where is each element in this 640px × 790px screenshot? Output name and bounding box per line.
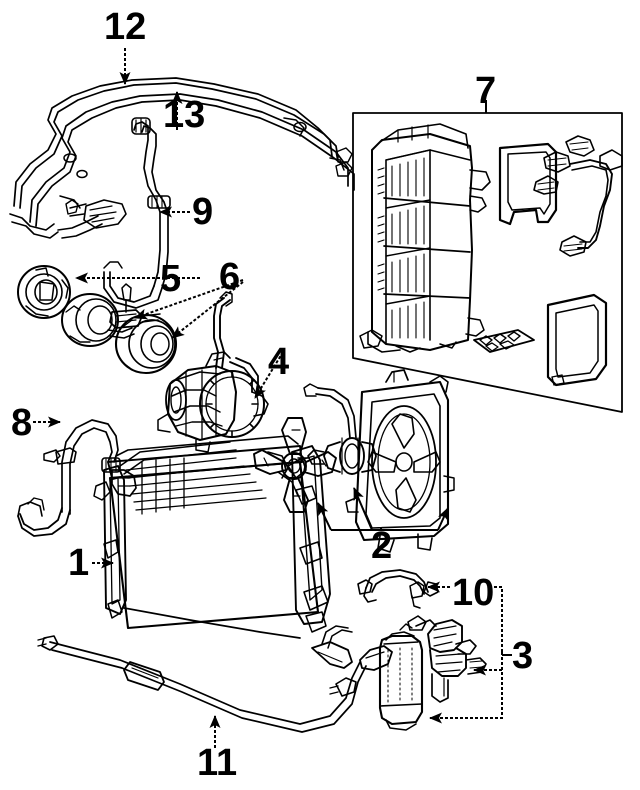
callout-7[interactable]: 7: [475, 70, 497, 112]
leader-6b: [171, 281, 244, 339]
leader-2b: [353, 487, 373, 531]
callout-10[interactable]: 10: [452, 572, 495, 614]
leader-2a: [317, 502, 332, 531]
liquid-line-tube: [37, 625, 393, 733]
pressure-switch-tube: [357, 569, 439, 609]
cooling-fan-motor: [297, 383, 377, 475]
leader-3-bracket-lower: [429, 652, 503, 724]
leader-6a: [134, 279, 244, 320]
callout-11[interactable]: 11: [197, 742, 238, 784]
cooling-unit-group-box: [352, 112, 623, 413]
thermistor-clip-plate: [473, 329, 535, 353]
receiver-drier-bracket: [407, 615, 487, 703]
callout-2[interactable]: 2: [371, 525, 393, 567]
callout-6[interactable]: 6: [219, 256, 241, 298]
condenser-assembly: [93, 435, 331, 639]
leader-4: [254, 351, 284, 399]
suction-hose-path: [17, 419, 137, 537]
evaporator-wire-harness: [533, 135, 623, 257]
clutch-rotor-pulley: [114, 313, 178, 375]
compressor-assembly: [157, 291, 269, 453]
leader-3-bracket: [492, 586, 503, 652]
callout-9[interactable]: 9: [192, 191, 214, 233]
callout-5[interactable]: 5: [160, 258, 182, 300]
heater-hose-lower-path: [29, 93, 355, 227]
clutch-hub-plate: [17, 265, 71, 319]
callout-4[interactable]: 4: [268, 341, 290, 383]
leader-2c: [437, 507, 449, 531]
cooling-fan-blade: [253, 417, 337, 513]
callout-3[interactable]: 3: [512, 635, 534, 677]
receiver-drier-tank: [378, 623, 424, 731]
callout-1[interactable]: 1: [68, 542, 90, 584]
heater-hose-upper-path: [13, 77, 339, 209]
evaporator-seal-lower: [546, 293, 608, 387]
hose-manifold-fitting: [65, 199, 127, 229]
cooling-fan-shroud: [345, 369, 455, 553]
evaporator-seal-upper: [498, 142, 558, 226]
evaporator-case-assembly: [359, 123, 491, 353]
clutch-stator-coil: [61, 293, 135, 347]
callout-8[interactable]: 8: [11, 402, 33, 444]
callout-12[interactable]: 12: [104, 6, 147, 48]
callout-13[interactable]: 13: [163, 94, 206, 136]
